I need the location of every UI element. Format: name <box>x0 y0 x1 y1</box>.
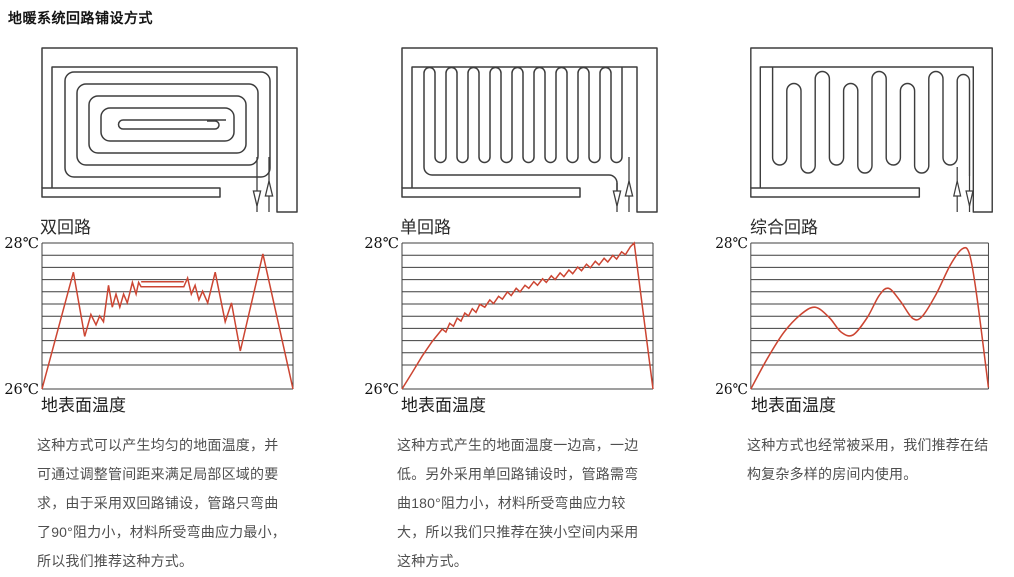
diagram-label: 综合回路 <box>750 218 818 237</box>
chart-grid <box>41 242 294 390</box>
temperature-line <box>401 241 654 390</box>
pipe-layout-diagram-spiral <box>41 47 298 213</box>
flow-down-arrow-icon <box>612 183 622 212</box>
chart-grid <box>750 242 989 390</box>
temperature-chart: 28℃ 26℃ <box>364 236 654 398</box>
diagram-label: 单回路 <box>400 218 451 237</box>
description-text: 这种方式也经常被采用，我们推荐在结构复杂多样的房间内使用。 <box>747 437 989 482</box>
pipe-layout-diagram-serpentine <box>401 47 658 213</box>
temperature-chart: 28℃ 26℃ <box>715 236 990 398</box>
flow-up-arrow-icon <box>953 167 962 212</box>
chart-grid <box>401 242 654 390</box>
pipe-path <box>771 67 971 176</box>
y-axis-label: 26℃ <box>4 382 39 398</box>
column-combined-loop: 综合回路 28℃ 26℃ 地表面温度 这种方式也经常被采用，我们推荐在结构复杂多样… <box>715 45 1014 489</box>
room-outline <box>750 47 993 213</box>
pipe-path <box>423 66 623 191</box>
y-axis-label: 28℃ <box>715 236 748 252</box>
chart-caption: 地表面温度 <box>41 396 126 415</box>
pipe-path <box>64 71 271 178</box>
flow-down-arrow-icon <box>965 176 974 212</box>
temperature-line <box>41 253 294 390</box>
y-axis-label: 28℃ <box>364 236 399 252</box>
diagram-label: 双回路 <box>40 218 91 237</box>
chart-caption: 地表面温度 <box>401 396 486 415</box>
manifold-bar <box>41 187 221 198</box>
y-axis-label: 28℃ <box>4 236 39 252</box>
room-outline <box>41 47 298 213</box>
temperature-chart: 28℃ 26℃ <box>4 236 294 398</box>
manifold-bar <box>401 187 581 198</box>
page-title: 地暖系统回路铺设方式 <box>8 10 153 26</box>
column-single-loop: 单回路 28℃ 26℃ 地表面温度 这种方式产生的地面温度一边高，一边低。另外采用… <box>364 45 680 576</box>
y-axis-label: 26℃ <box>364 382 399 398</box>
column-double-loop: 双回路 28℃ 26℃ 地表面温度 这种方式可以产生均匀的地面温度，并可通过调整管… <box>4 45 320 576</box>
room-outline <box>401 47 658 213</box>
description-text: 这种方式可以产生均匀的地面温度，并可通过调整管间距来满足局部区域的要求，由于采用… <box>37 437 286 569</box>
flow-up-arrow-icon <box>624 157 634 212</box>
manifold-bar <box>750 187 921 198</box>
flow-up-arrow-icon <box>264 157 274 212</box>
flow-down-arrow-icon <box>252 157 262 212</box>
chart-caption: 地表面温度 <box>751 396 836 415</box>
pipe-layout-diagram-combined <box>750 47 993 213</box>
temperature-line <box>750 246 990 390</box>
description-text: 这种方式产生的地面温度一边高，一边低。另外采用单回路铺设时，管路需弯曲180°阻… <box>397 437 639 569</box>
y-axis-label: 26℃ <box>715 382 748 398</box>
